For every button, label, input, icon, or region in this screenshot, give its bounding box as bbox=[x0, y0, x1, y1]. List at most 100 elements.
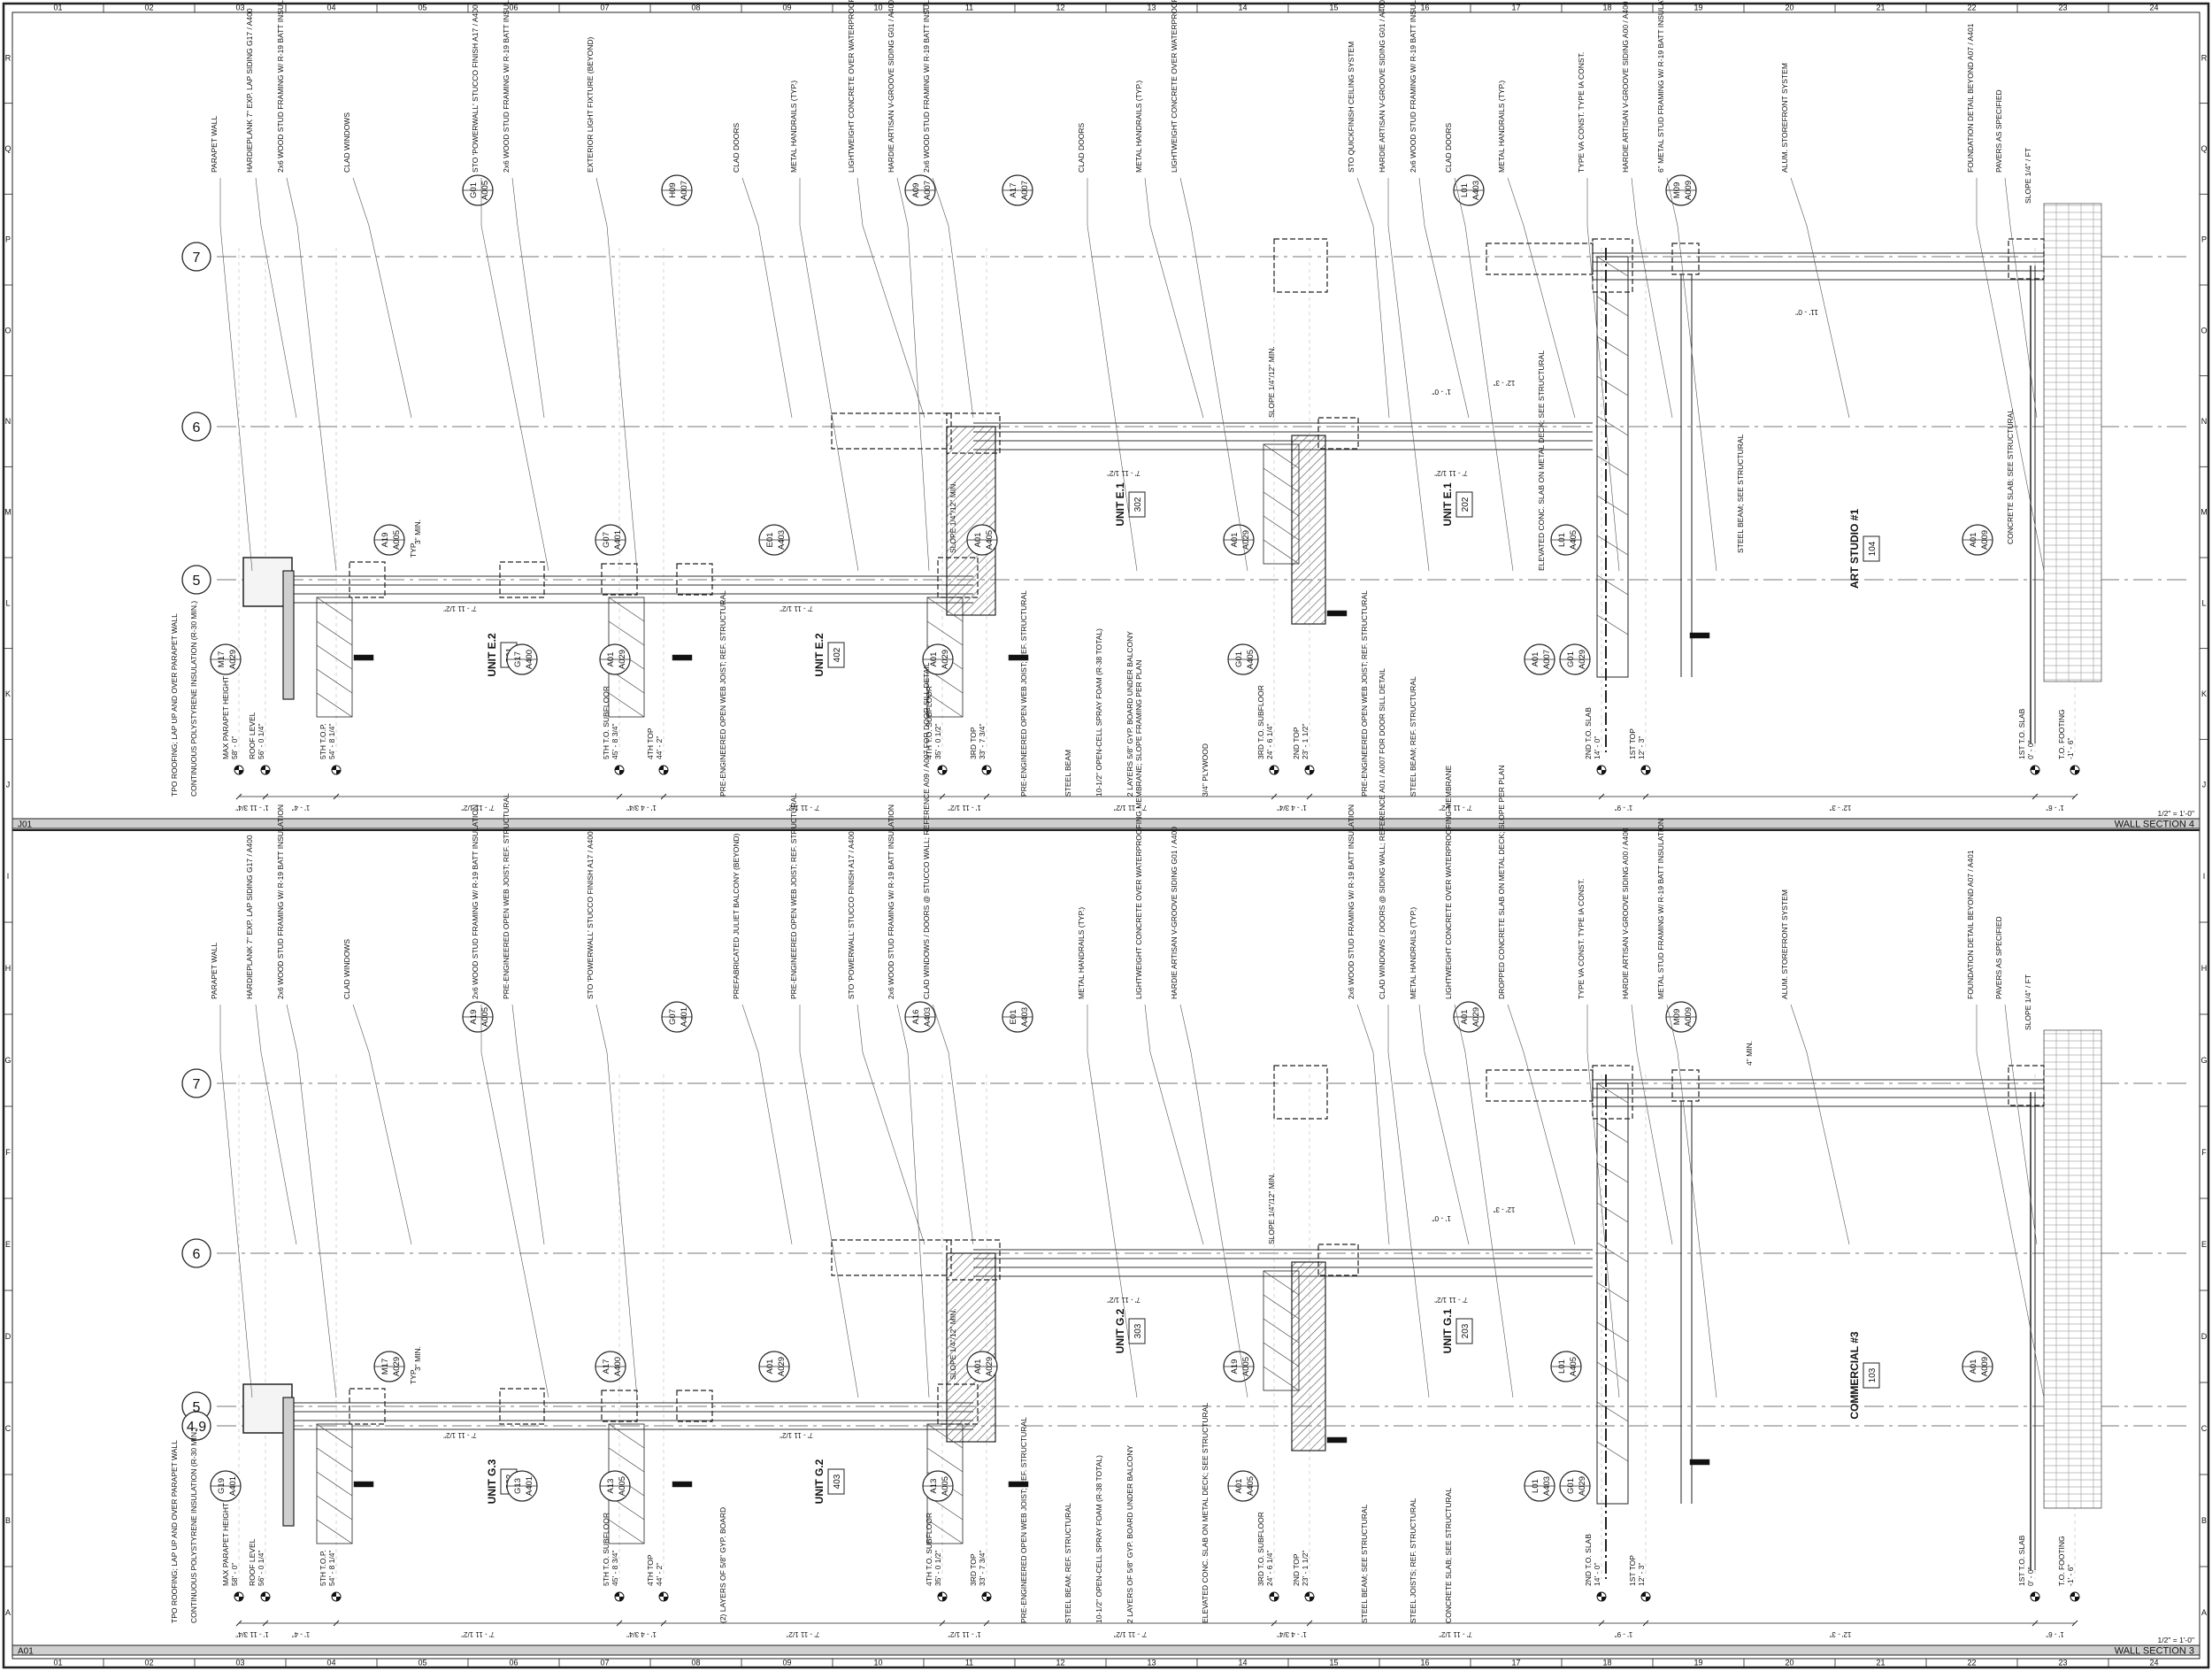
detail-tag-sheet: A405 bbox=[1569, 1357, 1578, 1376]
level-elevation: 0' - 0" bbox=[2026, 1567, 2035, 1586]
slope-note: SLOPE 1/4"/12" MIN. bbox=[949, 481, 957, 553]
note-bottom: CONTINUOUS POLYSTYRENE INSULATION (R-30 … bbox=[189, 1428, 198, 1623]
leader-line bbox=[1087, 1051, 1138, 1398]
grid-bubble-label: 6 bbox=[193, 1247, 201, 1262]
structural-note: ELEVATED CONC. SLAB ON METAL DECK; SEE S… bbox=[1537, 350, 1546, 571]
grid-row-label: B bbox=[5, 1516, 11, 1525]
leader-line bbox=[1806, 1051, 1850, 1245]
grid-row-label: G bbox=[4, 1056, 11, 1065]
dimension-text: 7' - 11 1/2" bbox=[1439, 804, 1472, 812]
dimension-text: 1' - 11 3/4" bbox=[235, 1630, 269, 1638]
note-top: 2x6 WOOD STUD FRAMING W/ R-19 BATT INSUL… bbox=[502, 0, 511, 173]
detail-tag-code: H09 bbox=[668, 182, 678, 197]
note-top: PRE-ENGINEERED OPEN WEB JOIST; REF. STRU… bbox=[502, 793, 511, 999]
level-elevation: 44' - 2" bbox=[655, 1563, 664, 1586]
detail-tag-code: M09 bbox=[1672, 182, 1682, 198]
section-scale: 1/2" = 1'-0" bbox=[2158, 1636, 2194, 1644]
grid-col-label: 23 bbox=[2058, 1659, 2067, 1667]
note-bottom: 2 LAYERS 5/8" GYP. BOARD UNDER BALCONY bbox=[1125, 631, 1134, 797]
grid-row-label: D bbox=[2201, 1332, 2208, 1341]
note-bottom: (2) LAYERS OF 5/8" GYP. BOARD bbox=[718, 1507, 727, 1623]
detail-tag-sheet: A405 bbox=[1569, 530, 1578, 550]
level-name: 2ND T.O. SLAB bbox=[1584, 1534, 1593, 1586]
note-top: METAL HANDRAILS (TYP.) bbox=[789, 81, 798, 173]
level-symbol-fill bbox=[615, 766, 624, 774]
level-name: 4TH TOP bbox=[646, 728, 655, 759]
level-elevation: 54' - 8 1/4" bbox=[327, 1550, 336, 1586]
dimension-text: 1' - 4 3/4" bbox=[1277, 1630, 1307, 1638]
level-name: 5TH T.O. SUBFLOOR bbox=[602, 1513, 611, 1586]
callout-box bbox=[676, 1390, 713, 1422]
leader-line bbox=[480, 1051, 549, 1398]
unit-name: UNIT E.1 bbox=[1441, 482, 1454, 527]
leader-line bbox=[1149, 225, 1204, 419]
grid-col-label: 07 bbox=[600, 4, 609, 12]
level-marker bbox=[1326, 610, 1348, 617]
level-symbol-fill bbox=[2031, 766, 2039, 774]
dimension-tick bbox=[1271, 793, 1278, 800]
dimension-tick bbox=[939, 793, 946, 800]
leader-line bbox=[219, 225, 253, 572]
leader-line bbox=[368, 1051, 412, 1245]
level-symbol-fill bbox=[659, 766, 668, 774]
callout-box bbox=[1671, 1069, 1700, 1102]
leader-line bbox=[1144, 1004, 1151, 1053]
grid-col-label: 06 bbox=[509, 4, 518, 12]
dimension-text: 7' - 11 1/2" bbox=[787, 804, 820, 812]
detail-tag-sheet: A403 bbox=[1471, 181, 1481, 200]
leader-line bbox=[1190, 225, 1248, 572]
detail-tag-sheet: A400 bbox=[613, 1357, 623, 1376]
dimension-text: 12' - 3" bbox=[1829, 804, 1851, 812]
detail-tag-sheet: A009 bbox=[1684, 181, 1694, 200]
note-top: 2x6 WOOD STUD FRAMING W/ R-19 BATT INSUL… bbox=[276, 805, 285, 999]
grid-col-label: 13 bbox=[1147, 4, 1156, 12]
unit-number-box bbox=[827, 1468, 845, 1495]
note-top: METAL STUD FRAMING W/ R-19 BATT INSULATI… bbox=[1656, 819, 1665, 999]
level-elevation: 35' - 0 1/2" bbox=[933, 723, 942, 759]
unit-number-box bbox=[827, 642, 845, 668]
leader-line bbox=[595, 177, 608, 227]
joist-web bbox=[926, 1447, 964, 1473]
level-symbol-fill bbox=[261, 766, 270, 774]
level-symbol-fill bbox=[2070, 1592, 2079, 1601]
detail-tag-sheet: A005 bbox=[480, 181, 490, 200]
note-top: CLAD WINDOWS / DOORS @ STUCCO WALL; REFE… bbox=[922, 662, 931, 999]
level-symbol-fill bbox=[1305, 1592, 1314, 1601]
dimension-text: 7' - 11 1/2" bbox=[1114, 1630, 1148, 1638]
note-top: PRE-ENGINEERED OPEN WEB JOIST; REF. STRU… bbox=[789, 793, 798, 999]
grid-col-label: 24 bbox=[2149, 4, 2158, 12]
note-top: STO 'POWERWALL' STUCCO FINISH A17 / A400 bbox=[586, 831, 595, 999]
detail-tag-sheet: A029 bbox=[985, 1357, 995, 1376]
leader-line bbox=[517, 225, 545, 419]
note-bottom: CONTINUOUS POLYSTYRENE INSULATION (R-30 … bbox=[189, 601, 198, 797]
slope-note: SLOPE 1/4"/12" MIN. bbox=[949, 1308, 957, 1380]
leader-line bbox=[352, 1004, 370, 1053]
leader-line bbox=[1190, 1051, 1248, 1398]
leader-line bbox=[1372, 1051, 1390, 1245]
grid-col-label: 19 bbox=[1694, 1659, 1702, 1667]
unit-number-box bbox=[1128, 1318, 1146, 1344]
detail-tag-code: A01 bbox=[1531, 652, 1540, 667]
detail-tag-code: A01 bbox=[973, 1359, 983, 1375]
section-code: A01 bbox=[18, 1647, 34, 1657]
level-elevation: 35' - 0 1/2" bbox=[933, 1550, 942, 1586]
level-symbol-fill bbox=[938, 1592, 947, 1601]
dimension-tick bbox=[660, 793, 667, 800]
note-bottom: PRE-ENGINEERED OPEN WEB JOIST; REF. STRU… bbox=[718, 590, 727, 797]
callout-box bbox=[349, 561, 386, 598]
unit-number-box bbox=[1128, 491, 1146, 518]
typ-note: TYP. bbox=[409, 1368, 418, 1384]
level-marker bbox=[1008, 654, 1029, 661]
detail-tag-sheet: A401 bbox=[525, 1476, 534, 1496]
note-top: PAVERS AS SPECIFIED bbox=[1994, 89, 2003, 173]
grid-col-label: 24 bbox=[2149, 1659, 2158, 1667]
grid-row-label: H bbox=[2201, 964, 2208, 973]
slope-note: SLOPE 1/4"/12" MIN. bbox=[1267, 346, 1276, 418]
grid-row-label: F bbox=[5, 1148, 11, 1157]
note-top: STO QUICKFINISH CEILING SYSTEM bbox=[1347, 42, 1356, 173]
callout-box bbox=[1273, 1065, 1328, 1120]
slope-note: SLOPE 1/4" / FT bbox=[2024, 148, 2032, 204]
joist-web bbox=[316, 1447, 353, 1473]
leader-line bbox=[1523, 1051, 1576, 1245]
grid-row-label: R bbox=[2201, 53, 2208, 62]
